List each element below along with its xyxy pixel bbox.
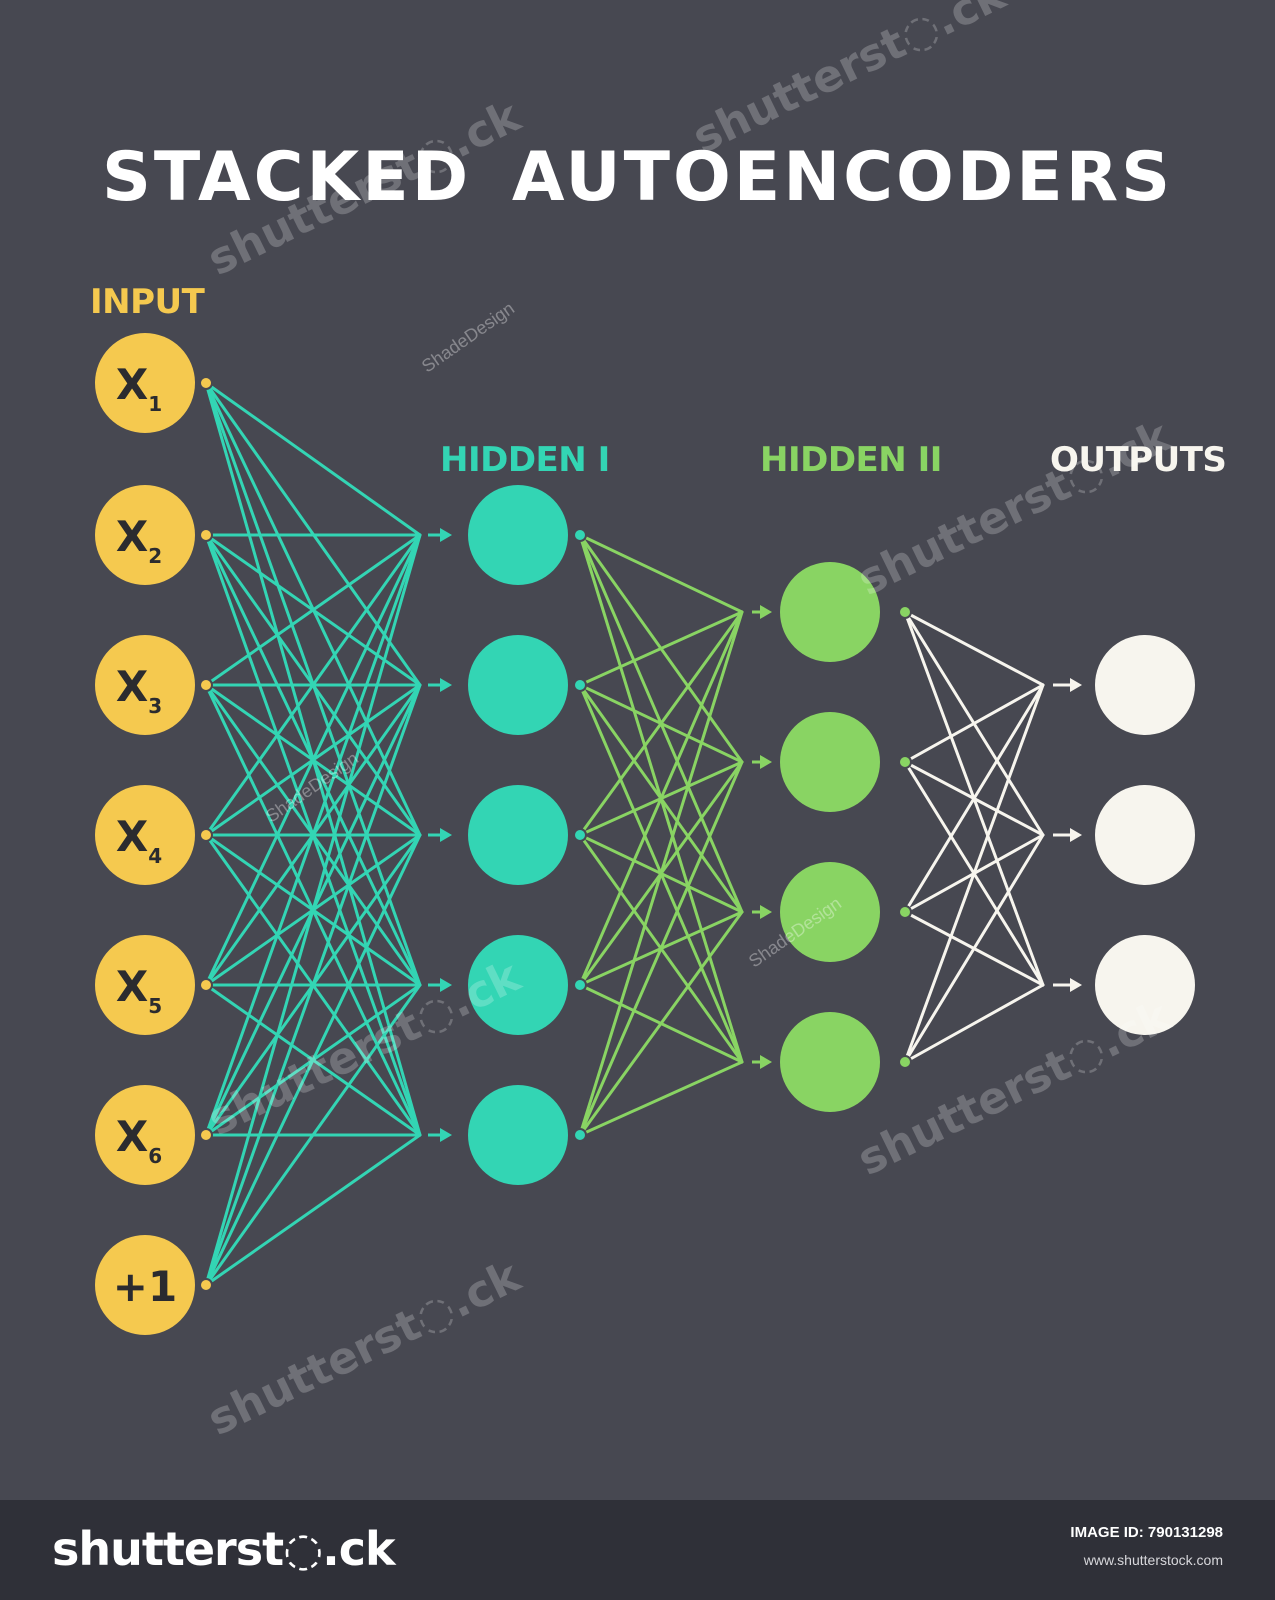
arrow-head	[440, 528, 452, 542]
connection-line	[903, 683, 1045, 914]
connection-line	[578, 533, 744, 614]
hidden2-node	[780, 712, 880, 812]
connection-line	[578, 610, 744, 987]
connection-dot	[898, 905, 912, 919]
output-node	[1095, 785, 1195, 885]
connection-line	[578, 760, 744, 1137]
output-node	[1095, 935, 1195, 1035]
arrow-head	[760, 755, 772, 769]
hidden1-node	[468, 485, 568, 585]
connection-line	[204, 833, 422, 1287]
hidden1-node	[468, 935, 568, 1035]
arrow-head	[440, 978, 452, 992]
connection-dot	[199, 528, 213, 542]
connection-line	[903, 983, 1045, 1064]
connection-dot	[573, 528, 587, 542]
hidden1-node	[468, 1085, 568, 1185]
connection-dot	[573, 828, 587, 842]
arrow-head	[1070, 678, 1082, 692]
connection-dot	[199, 1278, 213, 1292]
connection-dot	[199, 678, 213, 692]
connection-line	[204, 533, 422, 987]
image-id: IMAGE ID: 790131298	[1070, 1524, 1223, 1541]
edges-hidden1-to-hidden2	[578, 533, 744, 1137]
input-node	[95, 935, 195, 1035]
edges-hidden2-to-outputs	[903, 610, 1045, 1064]
arrows	[428, 528, 1082, 1142]
connection-line	[204, 533, 422, 687]
connection-line	[903, 683, 1045, 764]
connection-dot	[898, 605, 912, 619]
hidden2-node	[780, 862, 880, 962]
hidden1-node	[468, 635, 568, 735]
connection-dot	[573, 978, 587, 992]
input-layer-label: INPUT	[90, 282, 205, 322]
connection-line	[204, 533, 422, 837]
connection-line	[578, 610, 744, 837]
input-node	[95, 1085, 195, 1185]
site-url: www.shutterstock.com	[1083, 1552, 1223, 1568]
input-node	[95, 785, 195, 885]
arrow-head	[440, 1128, 452, 1142]
connection-dot	[573, 678, 587, 692]
arrow-head	[440, 828, 452, 842]
connection-dot	[199, 376, 213, 390]
hidden1-node	[468, 785, 568, 885]
footer-bar	[0, 1500, 1275, 1600]
output-node	[1095, 635, 1195, 735]
connection-line	[204, 983, 422, 1287]
connection-dot	[199, 978, 213, 992]
connection-line	[204, 381, 422, 537]
arrow-head	[1070, 978, 1082, 992]
arrow-head	[760, 605, 772, 619]
input-node-label: +1	[113, 1262, 177, 1311]
connection-line	[204, 533, 422, 1287]
outputs-layer-label: OUTPUTS	[1050, 440, 1227, 480]
connection-dot	[199, 828, 213, 842]
connection-dot	[898, 755, 912, 769]
connection-line	[578, 910, 744, 1137]
connection-line	[204, 533, 422, 1137]
connection-line	[204, 683, 422, 1287]
hidden1-layer-label: HIDDEN I	[440, 440, 610, 480]
connection-dot	[898, 1055, 912, 1069]
input-node	[95, 1235, 195, 1335]
diagram-title: STACKED AUTOENCODERS	[101, 138, 1174, 217]
connection-line	[578, 610, 744, 1137]
shutterstock-logo: shutterst◌.ck	[52, 1522, 396, 1576]
connection-line	[903, 683, 1045, 1064]
hidden2-node	[780, 562, 880, 662]
connection-line	[204, 1133, 422, 1287]
input-node	[95, 333, 195, 433]
connection-line	[578, 1060, 744, 1137]
hidden2-node	[780, 1012, 880, 1112]
edges-input-to-hidden1	[204, 381, 422, 1287]
hidden2-layer-label: HIDDEN II	[760, 440, 942, 480]
input-node	[95, 485, 195, 585]
connection-line	[903, 610, 1045, 687]
arrow-head	[760, 905, 772, 919]
connection-dot	[199, 1128, 213, 1142]
connection-line	[903, 833, 1045, 1064]
connection-dot	[573, 1128, 587, 1142]
connection-line	[578, 610, 744, 687]
arrow-head	[1070, 828, 1082, 842]
arrow-head	[440, 678, 452, 692]
input-node	[95, 635, 195, 735]
arrow-head	[760, 1055, 772, 1069]
